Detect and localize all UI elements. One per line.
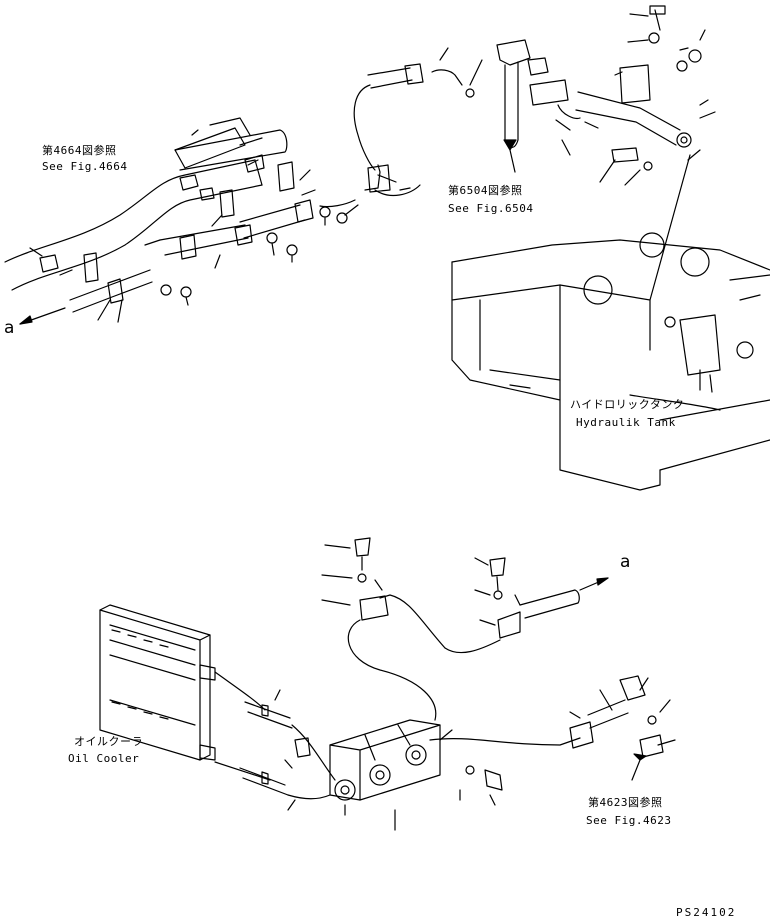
cooler-label-en: Oil Cooler bbox=[68, 752, 140, 765]
ref-4623-jp: 第4623図参照 bbox=[588, 796, 663, 809]
valve-pipe-assembly bbox=[496, 5, 716, 301]
top-hose-assembly bbox=[319, 47, 483, 208]
connector-arrow-a-top bbox=[19, 307, 66, 325]
oil-cooler bbox=[99, 604, 336, 811]
valve-block bbox=[329, 719, 503, 831]
ref-4623-en: See Fig.4623 bbox=[586, 814, 672, 827]
ref-6504-en: See Fig.6504 bbox=[448, 202, 534, 215]
ref-6504-jp: 第6504図参照 bbox=[448, 184, 523, 197]
hydraulic-tank bbox=[451, 232, 770, 491]
drawing-code: PS24102 bbox=[676, 906, 737, 919]
ref-4664-en: See Fig.4664 bbox=[42, 160, 128, 173]
ref-4664-jp: 第4664図参照 bbox=[42, 144, 117, 157]
left-pipe-assembly bbox=[4, 117, 359, 323]
connector-label-a-bottom: a bbox=[620, 552, 631, 572]
tank-label-en: Hydraulik Tank bbox=[576, 416, 676, 429]
tank-label-jp: ハイドロリックタンク bbox=[570, 398, 685, 411]
connector-label-a-top: a bbox=[4, 318, 15, 338]
bottom-hose-assembly bbox=[321, 537, 676, 781]
cooler-label-jp: オイルクーラ bbox=[74, 735, 143, 748]
connector-arrow-a-bottom bbox=[579, 577, 609, 591]
